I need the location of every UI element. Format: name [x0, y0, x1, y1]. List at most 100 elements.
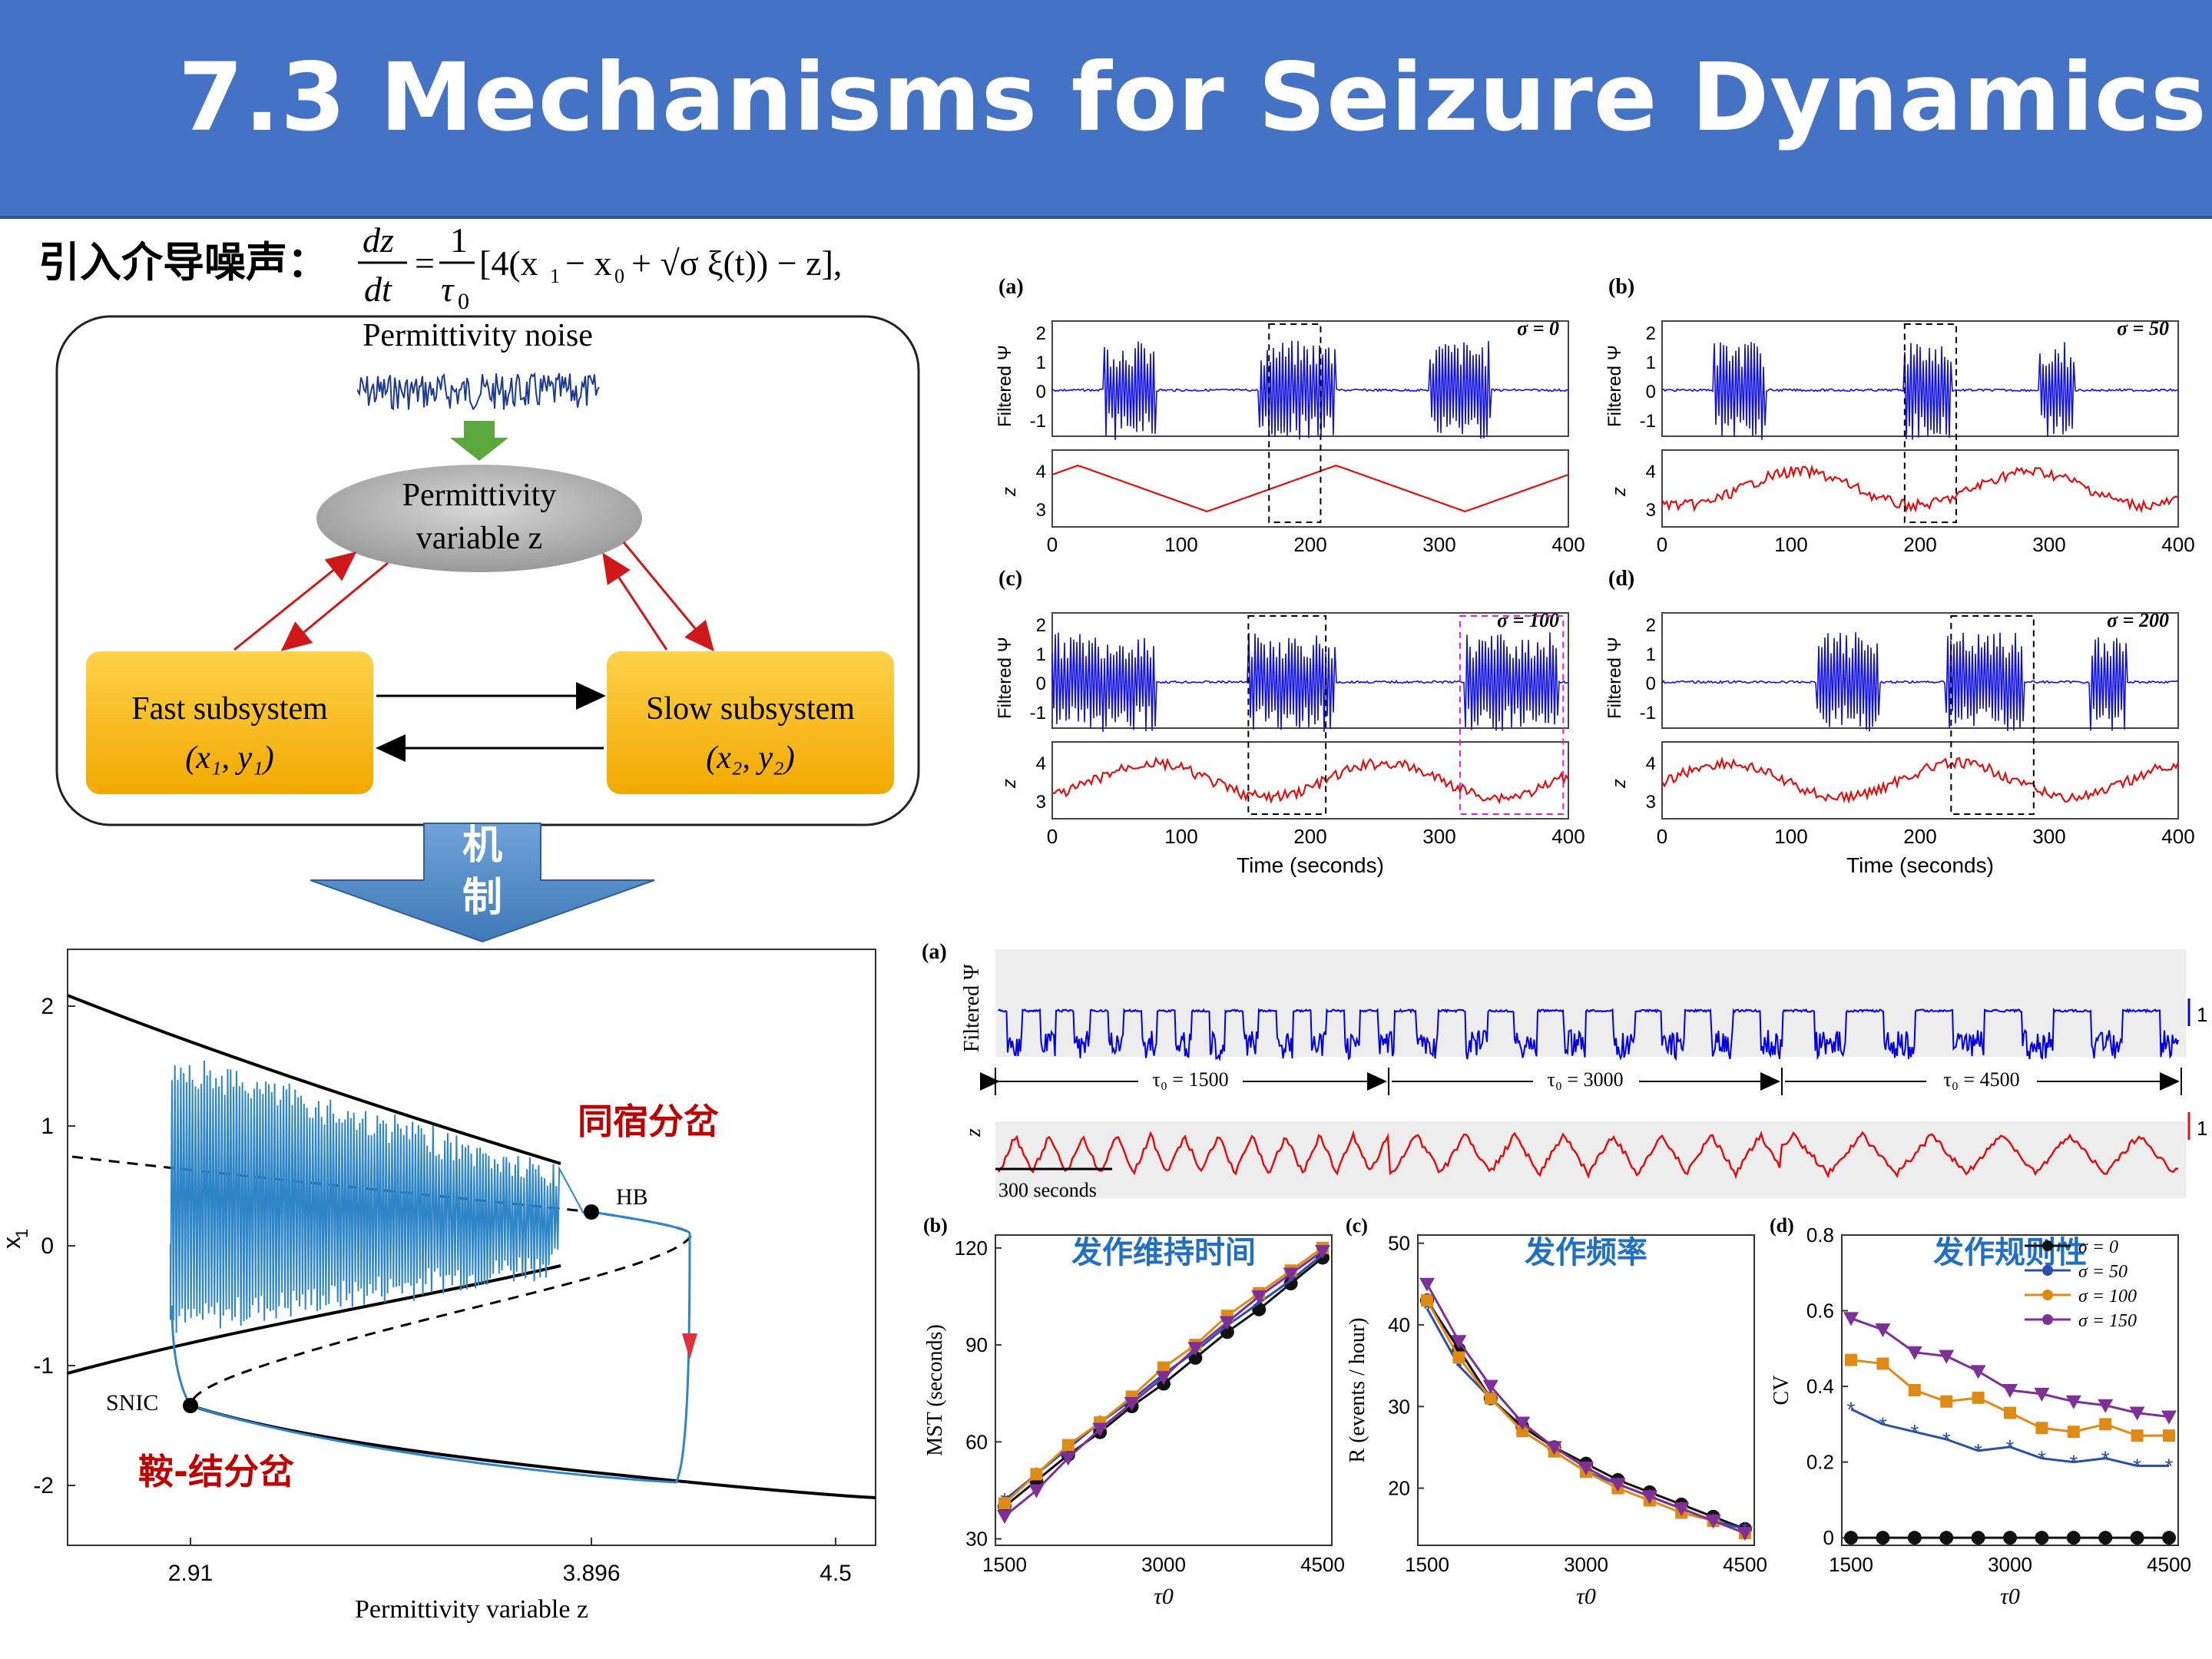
data-point [1970, 1365, 1986, 1379]
panel-tag: (a) [998, 275, 1024, 299]
svg-text:1: 1 [550, 265, 560, 287]
long-trace-panel: (a) Filtered Ψ z 1 1 τ₀ = 1500 τ₀ = 3000… [922, 940, 2207, 1201]
data-point: * [2069, 1451, 2078, 1475]
data-point [1876, 1357, 1889, 1370]
y-tick: 120 [955, 1237, 988, 1260]
bif-ytick-2: 2 [41, 994, 54, 1019]
y-tick: 2 [1646, 323, 1656, 344]
svg-text:1: 1 [12, 1229, 31, 1238]
data-point: * [2165, 1455, 2174, 1479]
long-z-trace [997, 1130, 2179, 1180]
x-tick: 3000 [1564, 1553, 1608, 1576]
x-tick: 100 [1774, 533, 1807, 556]
eq-body2: − x [565, 243, 611, 283]
eq-body3: + √σ ξ(t)) − z], [631, 243, 842, 283]
data-point [1516, 1425, 1529, 1438]
schematic-diagram: Permittivity noise Permittivity variable… [55, 315, 920, 826]
permittivity-ellipse [316, 465, 642, 572]
y-tick: 1 [1036, 644, 1046, 665]
slow-subsystem-vars: (x₂, y₂) [706, 740, 794, 776]
data-point: * [1455, 1354, 1463, 1378]
noise-trace [357, 372, 600, 411]
hb-point [584, 1204, 599, 1220]
data-point [1219, 1316, 1235, 1330]
permittivity-label-2: variable z [416, 521, 542, 556]
highlight-box [1268, 323, 1322, 523]
panel-tag: (c) [998, 567, 1022, 591]
data-point: * [2133, 1455, 2141, 1479]
data-point [1421, 1294, 1433, 1307]
data-point [1844, 1531, 1858, 1545]
x-tick: 1500 [1829, 1553, 1873, 1576]
data-point [1060, 1452, 1076, 1466]
snic-label: SNIC [106, 1390, 158, 1416]
long-ylabel-z: z [962, 1128, 985, 1137]
data-point [1907, 1531, 1922, 1545]
data-point [1971, 1531, 1985, 1545]
data-point [2035, 1531, 2049, 1545]
data-point [2004, 1406, 2016, 1419]
segment-label-2: τ₀ = 3000 [1547, 1068, 1623, 1091]
z-trace [1051, 756, 1569, 805]
z-trace [1661, 464, 2179, 514]
y-label: CV [1770, 1376, 1793, 1406]
segment-label-1: τ₀ = 1500 [1152, 1068, 1228, 1091]
noise-label: Permittivity noise [363, 318, 593, 353]
bif-xtick-3: 4.5 [820, 1561, 852, 1586]
lower-envelope [67, 1264, 561, 1375]
data-point: * [1974, 1439, 1982, 1463]
data-point [2003, 1531, 2017, 1545]
x-tick: 400 [2161, 533, 2194, 556]
data-point [1940, 1395, 1953, 1408]
bif-ytick-1: 1 [41, 1114, 54, 1139]
data-point [2098, 1531, 2113, 1545]
legend-entry: σ = 0 [2078, 1237, 2118, 1257]
eq-equals: = [415, 243, 435, 283]
data-point [2067, 1426, 2080, 1439]
x-tick: 0 [1657, 825, 1667, 848]
x-tick: 100 [1164, 825, 1197, 848]
y-tick: 60 [965, 1430, 988, 1453]
x-tick: 4500 [1723, 1553, 1767, 1576]
fast-subsystem-box [86, 651, 373, 794]
fast-subsystem-vars: (x₁, y₁) [185, 740, 273, 776]
legend-entry: σ = 150 [2078, 1311, 2137, 1331]
x-tick: 1500 [1405, 1553, 1449, 1576]
y-tick: -1 [1030, 411, 1046, 432]
green-arrow [450, 421, 508, 461]
stable-low-branch [190, 1404, 876, 1499]
data-point [1641, 1490, 1657, 1505]
y-tick: 0 [1036, 382, 1046, 402]
data-point [1315, 1245, 1330, 1260]
segment-label-3: τ₀ = 4500 [1943, 1068, 2019, 1091]
xlabel: Time (seconds) [1846, 853, 1994, 877]
eq-body: [4(x [479, 243, 538, 283]
data-point [2163, 1429, 2175, 1442]
data-point [1283, 1267, 1299, 1282]
data-point: * [1879, 1412, 1887, 1436]
data-point [1939, 1349, 1955, 1364]
eq-tau-sub: 0 [458, 289, 469, 314]
x-tick: 4500 [1300, 1553, 1345, 1576]
data-point [1737, 1527, 1753, 1541]
y-tick: -1 [1640, 703, 1656, 724]
bif-ylabel: x [0, 1237, 25, 1249]
scale-one-blue: 1 [2197, 1003, 2207, 1026]
slow-subsystem-label: Slow subsystem [646, 691, 855, 727]
ylabel-filtered: Filtered Ψ [995, 637, 1015, 719]
y-tick: 1 [1036, 353, 1046, 373]
chart-title: 发作频率 [1525, 1235, 1647, 1270]
saddle-node-label: 鞍-结分岔 [138, 1451, 294, 1492]
y-tick: 0.8 [1806, 1224, 1834, 1247]
y-tick: 1 [1646, 353, 1656, 373]
y-label: MST (seconds) [923, 1324, 947, 1455]
y-tick: 40 [1388, 1313, 1410, 1336]
x-tick: 100 [1774, 825, 1807, 848]
eq-dz: dz [363, 220, 394, 260]
upper-envelope [67, 994, 561, 1165]
x-tick: 100 [1164, 533, 1197, 556]
z-tick: 3 [1646, 500, 1656, 521]
